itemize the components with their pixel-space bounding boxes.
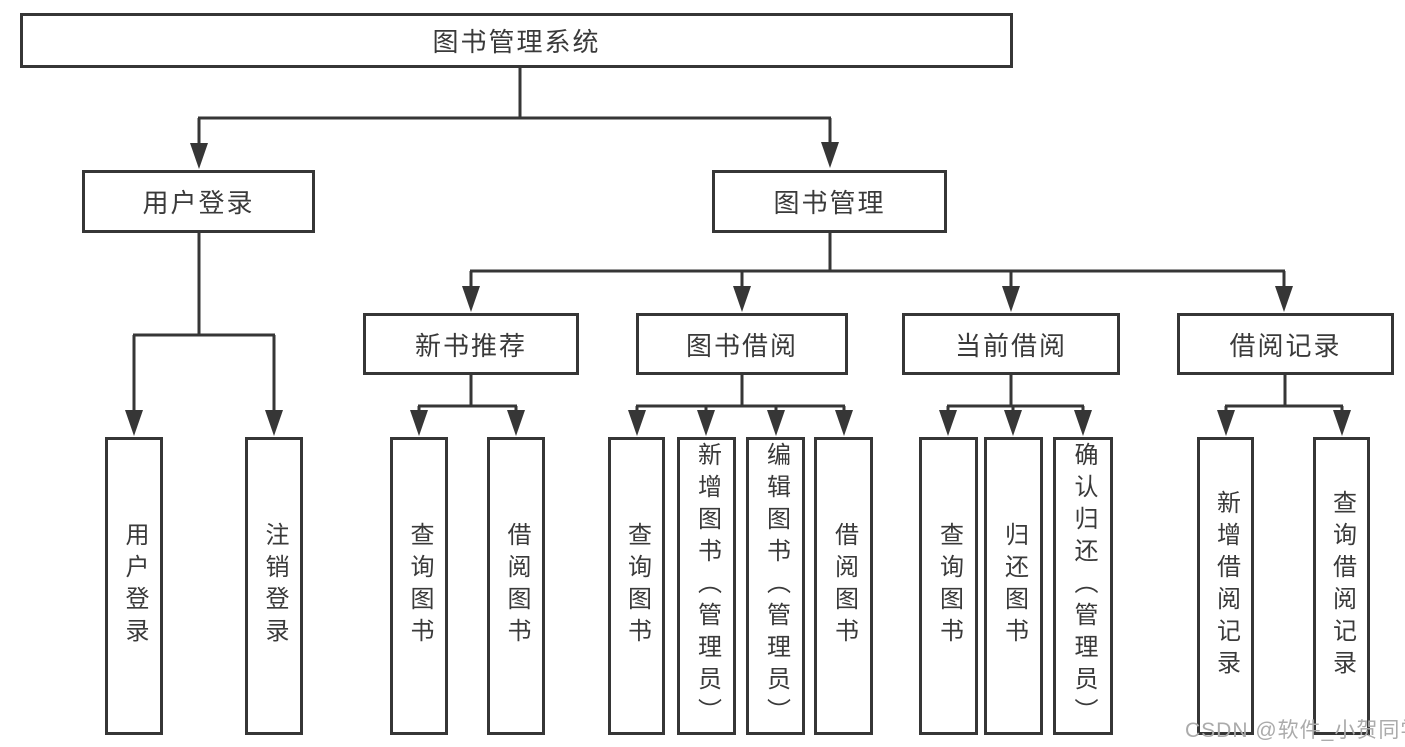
node-new-book-recommend: 新书推荐	[363, 313, 579, 375]
node-current-borrow-label: 当前借阅	[954, 330, 1067, 361]
arrowhead-bb-query	[628, 410, 646, 436]
leaf-cb-confirm-return-admin: 确认归还（管理员）	[1053, 437, 1113, 735]
leaf-bb-query-books: 查询图书	[608, 437, 665, 735]
connector-current-borrow-children	[946, 375, 1085, 416]
node-book-management-label: 图书管理	[773, 188, 886, 218]
arrowhead-current-borrow	[1002, 286, 1020, 312]
arrowhead-bb-borrow	[835, 410, 853, 436]
leaf-user-login-label: 用户登录	[121, 522, 148, 650]
leaf-user-login: 用户登录	[105, 437, 163, 735]
node-book-management: 图书管理	[712, 170, 947, 233]
arrowhead-new-book	[462, 286, 480, 312]
leaf-cb-query-books-label: 查询图书	[935, 522, 963, 650]
node-borrow-records: 借阅记录	[1177, 313, 1394, 375]
csdn-watermark: CSDN @软件_小贺同学	[1185, 719, 1405, 742]
leaf-br-add-record-label: 新增借阅记录	[1212, 490, 1240, 682]
leaf-br-query-record-label: 查询借阅记录	[1328, 490, 1356, 682]
node-user-login-label: 用户登录	[142, 188, 255, 218]
leaf-bb-add-books-admin: 新增图书（管理员）	[677, 437, 736, 735]
arrowhead-leaf-logout	[265, 410, 283, 436]
leaf-bb-edit-books-admin: 编辑图书（管理员）	[746, 437, 805, 735]
leaf-nb-query-books: 查询图书	[390, 437, 448, 735]
arrowhead-nb-query	[410, 410, 428, 436]
connector-new-book-children	[417, 375, 518, 416]
arrowhead-leaf-user-login	[125, 410, 143, 436]
arrowhead-cb-query	[939, 410, 957, 436]
arrowhead-bb-edit	[767, 410, 785, 436]
leaf-bb-borrow-books-label: 借阅图书	[830, 522, 858, 650]
connector-root-to-level2	[197, 68, 832, 146]
node-book-borrow-label: 图书借阅	[685, 330, 798, 361]
arrowhead-br-add	[1217, 410, 1235, 436]
arrowhead-cb-return	[1004, 410, 1022, 436]
node-book-borrow: 图书借阅	[636, 313, 848, 375]
connector-book-borrow-children	[635, 375, 846, 416]
leaf-logout-label: 注销登录	[261, 522, 288, 650]
node-library-management-system-label: 图书管理系统	[432, 27, 601, 57]
leaf-cb-confirm-return-admin-label: 确认归还（管理员）	[1070, 442, 1097, 730]
connector-user-login-children	[132, 233, 276, 414]
arrowhead-user-login	[190, 143, 208, 169]
connector-book-management-children	[469, 233, 1286, 291]
leaf-cb-return-books: 归还图书	[984, 437, 1043, 735]
node-user-login: 用户登录	[82, 170, 315, 233]
leaf-bb-edit-books-admin-label: 编辑图书（管理员）	[762, 442, 790, 730]
node-new-book-recommend-label: 新书推荐	[414, 330, 527, 361]
leaf-cb-query-books: 查询图书	[919, 437, 978, 735]
arrowhead-nb-borrow	[507, 410, 525, 436]
node-current-borrow: 当前借阅	[902, 313, 1120, 375]
connector-borrow-records-children	[1224, 375, 1344, 416]
leaf-bb-add-books-admin-label: 新增图书（管理员）	[693, 442, 721, 730]
leaf-nb-query-books-label: 查询图书	[406, 522, 433, 650]
leaf-br-add-record: 新增借阅记录	[1197, 437, 1254, 735]
leaf-nb-borrow-books-label: 借阅图书	[503, 522, 530, 650]
arrowhead-book-borrow	[733, 286, 751, 312]
leaf-logout: 注销登录	[245, 437, 303, 735]
arrowhead-cb-confirm	[1074, 410, 1092, 436]
arrowhead-borrow-records	[1275, 286, 1293, 312]
leaf-nb-borrow-books: 借阅图书	[487, 437, 545, 735]
leaf-bb-borrow-books: 借阅图书	[814, 437, 873, 735]
arrowhead-book-management	[821, 142, 839, 168]
node-borrow-records-label: 借阅记录	[1229, 330, 1342, 361]
node-library-management-system: 图书管理系统	[20, 13, 1013, 68]
leaf-bb-query-books-label: 查询图书	[623, 522, 651, 650]
leaf-cb-return-books-label: 归还图书	[1000, 522, 1028, 650]
arrowhead-bb-add	[697, 410, 715, 436]
arrowhead-br-query	[1333, 410, 1351, 436]
leaf-br-query-record: 查询借阅记录	[1313, 437, 1370, 735]
